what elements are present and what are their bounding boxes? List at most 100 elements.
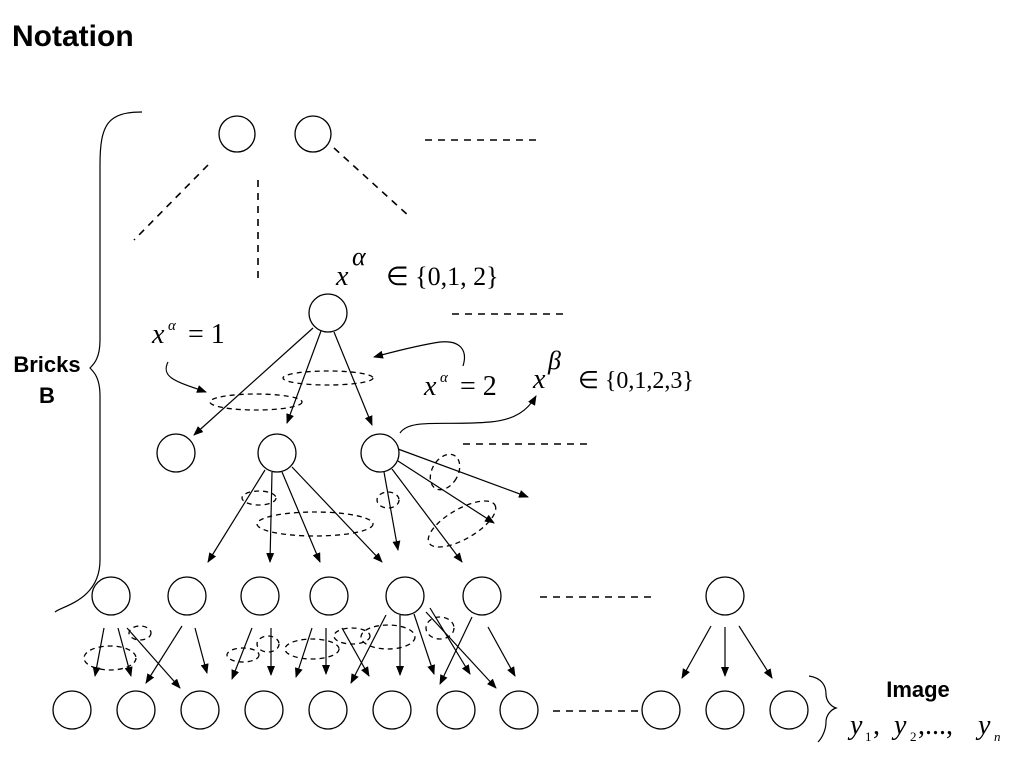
svg-text:α: α: [352, 242, 367, 271]
svg-text:x: x: [532, 364, 546, 395]
svg-text:x: x: [423, 371, 437, 402]
svg-text:1: 1: [865, 729, 872, 744]
svg-text:β: β: [547, 346, 561, 375]
low-arrow-8: [294, 627, 313, 678]
low-arrow-16: [439, 616, 473, 685]
low-switch-ellipse-8: [425, 616, 455, 640]
pixel-node-9: [641, 690, 681, 730]
svg-text:x: x: [151, 319, 165, 350]
far-arrow-3: [738, 625, 773, 679]
low-arrow-11: [350, 614, 387, 684]
far-arrow-1: [681, 625, 712, 679]
svg-text:n: n: [994, 729, 1001, 744]
formula-alpha-eq2: x α = 2: [423, 370, 497, 402]
top-left-link: [133, 164, 209, 241]
alpha-switch-ellipse-2: [282, 370, 374, 386]
eq2-pointer-arrow: [373, 341, 465, 367]
bricks-symbol: B: [39, 383, 55, 408]
alpha-to-left-arrow: [193, 327, 314, 436]
svg-text:,: ,: [873, 710, 880, 741]
low-node-1: [91, 576, 131, 616]
beta-pointer-arrow: [399, 395, 537, 434]
low-switch-ellipse-2: [128, 625, 152, 641]
mid2-switch-ellipse-small: [241, 490, 277, 506]
mid2-switch-ellipse-large: [256, 511, 374, 537]
low-switch-ellipse-3: [226, 647, 260, 663]
svg-text:y: y: [975, 710, 991, 741]
formula-alpha-eq1: x α = 1: [151, 318, 225, 350]
beta-arrow-1: [383, 471, 401, 551]
beta-switch-ellipse-3: [427, 500, 497, 548]
formula-alpha-set: x α ∈ {0,1, 2}: [335, 242, 499, 292]
mid-node-1: [156, 433, 196, 473]
page-title: Notation: [12, 20, 134, 53]
beta-switch-ellipse-2: [429, 453, 461, 491]
low-node-5: [385, 576, 425, 616]
pixel-node-3: [180, 690, 220, 730]
bricks-label: Bricks: [13, 352, 80, 377]
svg-text:α: α: [440, 370, 449, 386]
beta-arrow-4: [397, 448, 529, 498]
eq1-pointer-arrow: [165, 361, 207, 393]
low-arrow-5: [194, 627, 209, 674]
top-right-link: [333, 147, 411, 218]
svg-text:α: α: [168, 318, 177, 334]
image-variables: y 1 , y 2 ,..., y n: [847, 710, 1001, 744]
pixel-node-2: [116, 690, 156, 730]
image-label: Image: [886, 677, 950, 702]
image-brace: [808, 675, 838, 743]
alpha-node: [308, 293, 348, 333]
beta-arrow-3: [397, 460, 495, 524]
svg-text:= 2: = 2: [460, 371, 497, 402]
pixel-node-5: [308, 690, 348, 730]
low-switch-ellipse-6: [333, 627, 371, 645]
formula-beta-set: x β ∈ {0,1,2,3}: [532, 346, 694, 395]
low-node-2: [167, 576, 207, 616]
pixel-node-6: [372, 690, 412, 730]
low-arrow-14: [425, 611, 497, 689]
svg-text:2: 2: [910, 729, 917, 744]
svg-text:= 1: = 1: [188, 319, 225, 350]
pixel-node-4: [244, 690, 284, 730]
svg-text:∈ {0,1,2,3}: ∈ {0,1,2,3}: [578, 368, 694, 394]
pixel-node-10: [705, 690, 745, 730]
low-node-far: [705, 576, 745, 616]
svg-text:,...,: ,...,: [918, 710, 953, 741]
low-node-6: [462, 576, 502, 616]
low-node-4: [309, 576, 349, 616]
top-node-1: [218, 115, 256, 153]
mid2-arrow-3: [281, 471, 321, 563]
low-arrow-10: [341, 627, 370, 677]
beta-arrow-2: [391, 468, 463, 563]
beta-node: [360, 433, 400, 473]
low-node-3: [240, 576, 280, 616]
low-switch-ellipse-4: [256, 635, 280, 653]
svg-text:x: x: [335, 261, 349, 292]
alpha-switch-ellipse-1: [209, 393, 303, 411]
mid2-arrow-4: [291, 466, 383, 563]
mid2-arrow-1: [207, 469, 266, 563]
low-arrow-4: [145, 625, 183, 684]
alpha-to-right-arrow: [333, 331, 373, 426]
svg-text:∈ {0,1, 2}: ∈ {0,1, 2}: [386, 262, 499, 291]
low-arrow-13: [413, 613, 435, 675]
low-arrow-15: [429, 607, 471, 675]
low-arrow-17: [487, 626, 516, 677]
pixel-node-7: [436, 690, 476, 730]
beta-switch-ellipse-1: [376, 491, 400, 509]
low-arrow-1: [92, 627, 105, 677]
mid2-arrow-2: [266, 471, 275, 563]
svg-text:y: y: [891, 710, 907, 741]
low-arrow-6: [231, 627, 253, 680]
top-node-2: [294, 115, 332, 153]
alpha-to-mid-arrow: [286, 330, 322, 424]
pixel-node-8: [499, 690, 539, 730]
low-arrow-2: [117, 627, 133, 677]
pixel-node-11: [769, 690, 809, 730]
low-arrow-3: [126, 627, 181, 689]
pixel-node-1: [52, 690, 92, 730]
low-switch-ellipse-7: [360, 624, 416, 650]
svg-text:y: y: [847, 710, 863, 741]
bricks-brace: [54, 111, 143, 613]
